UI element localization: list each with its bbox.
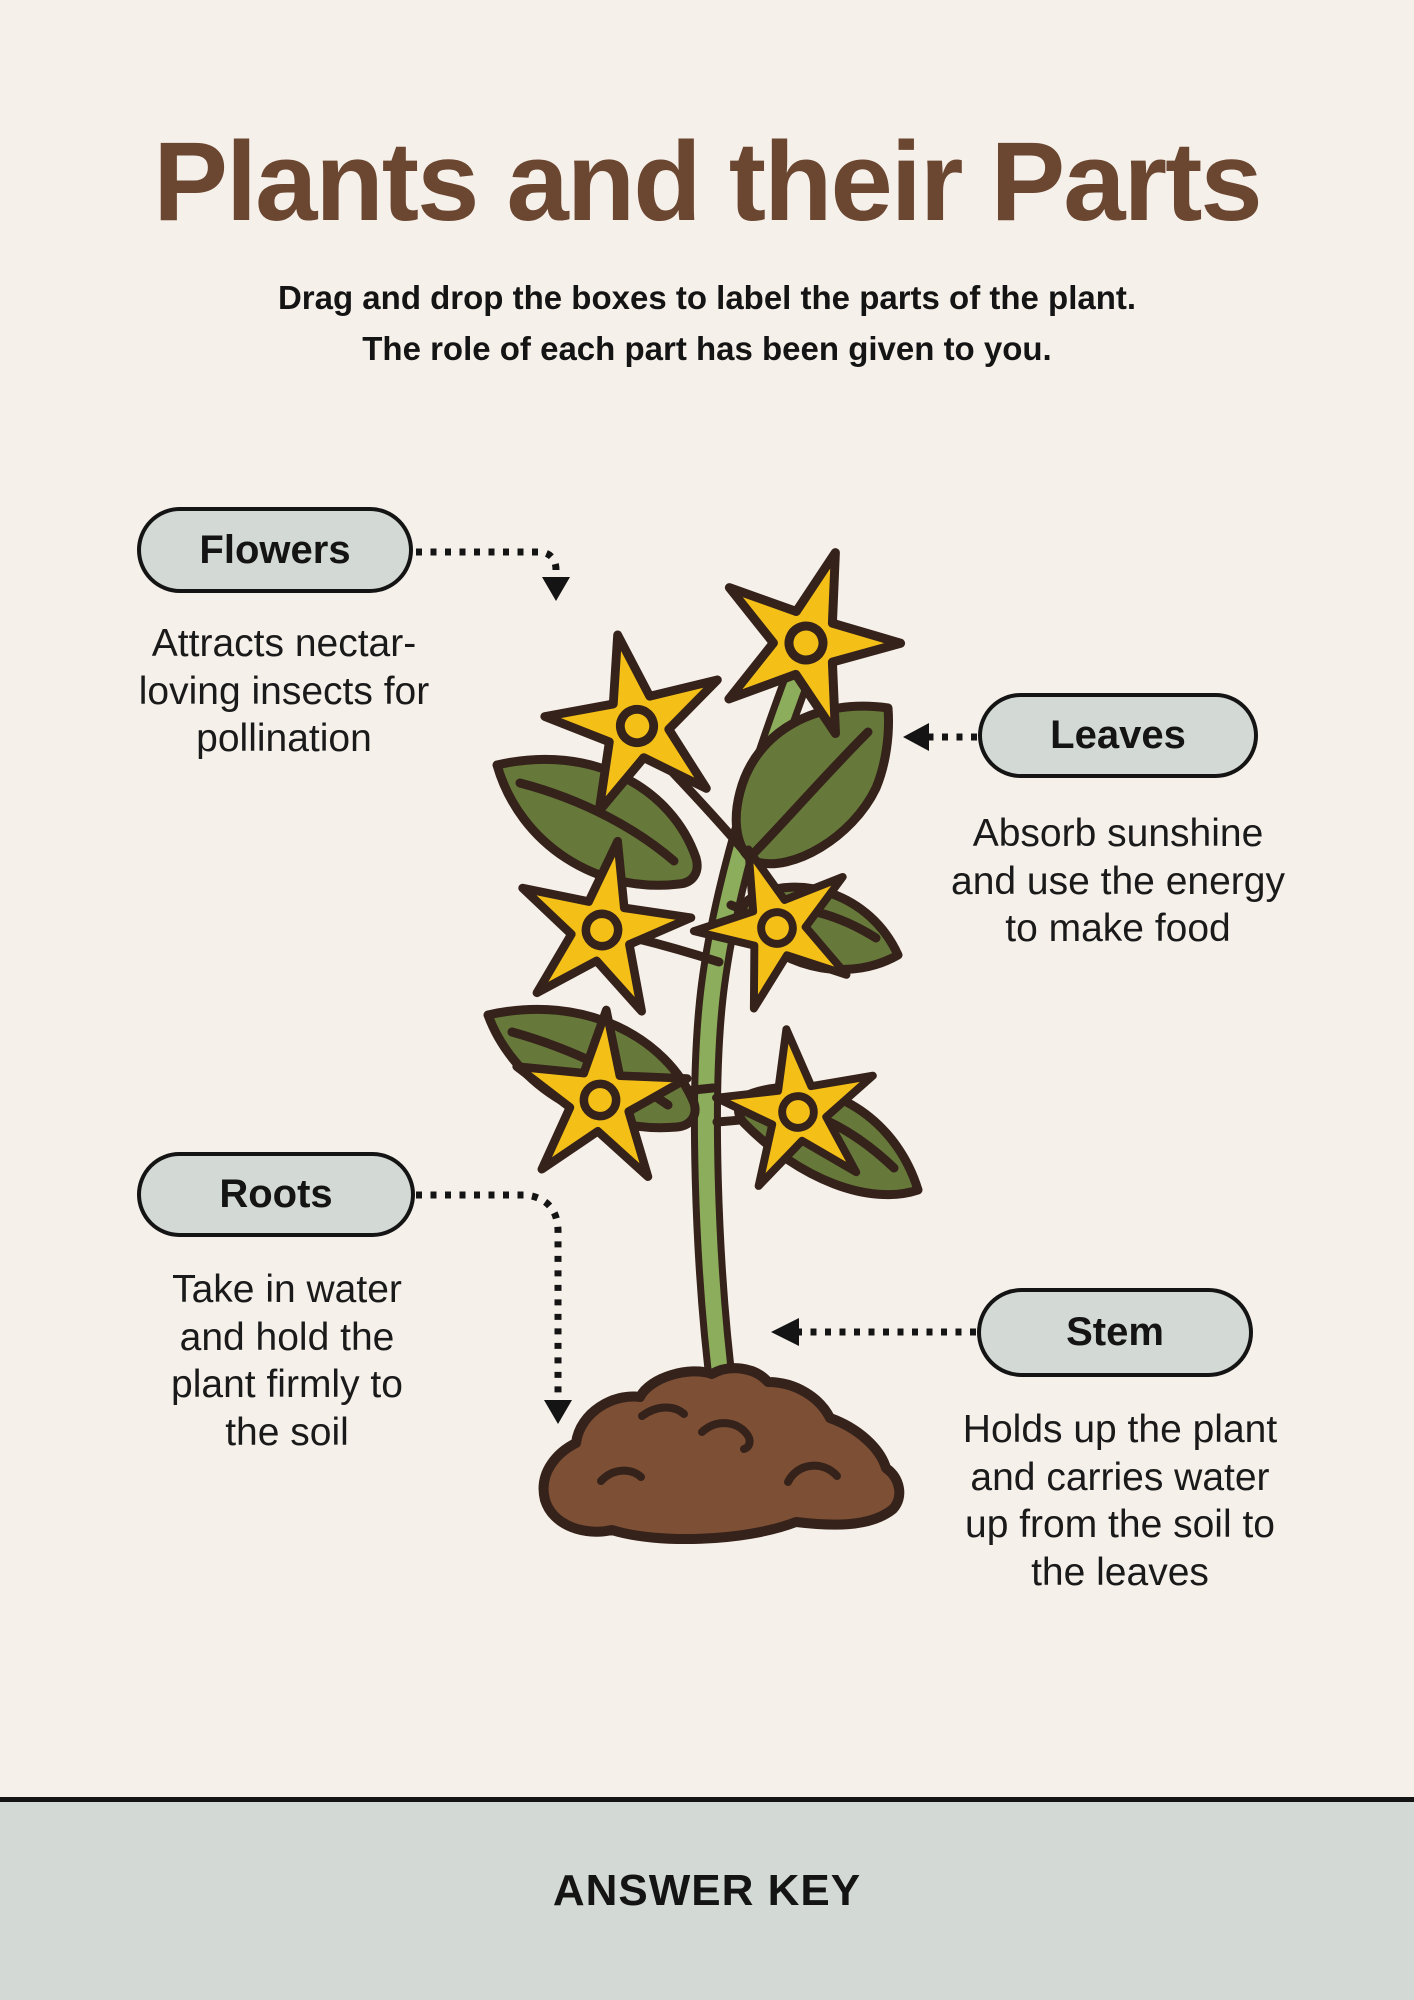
description-roots: Take in water and hold the plant firmly … <box>171 1268 403 1454</box>
flower <box>674 822 875 1018</box>
leaf-lower-left <box>483 1004 700 1133</box>
flower <box>708 1018 886 1190</box>
leaf-lower-right <box>734 1082 923 1200</box>
left-arrow-icon <box>903 723 929 751</box>
flowers-connector-line <box>416 548 560 576</box>
flower <box>510 1004 692 1179</box>
pill-label: Stem <box>1066 1310 1164 1354</box>
instructions-text: Drag and drop the boxes to label the par… <box>277 279 1137 368</box>
pill-label: Roots <box>219 1172 333 1216</box>
down-arrow-icon <box>544 1400 572 1424</box>
pill-label: Leaves <box>1050 713 1186 757</box>
flower <box>531 617 739 819</box>
page-title: Plants and their Parts <box>153 119 1262 244</box>
leaf-mid-right <box>737 882 903 974</box>
description-leaves: Absorb sunshine and use the energy to ma… <box>951 812 1285 951</box>
leaf-vein <box>758 902 881 943</box>
branches <box>609 743 799 1127</box>
leaf-vein <box>757 1102 899 1173</box>
label-pill-roots[interactable]: Roots <box>137 1152 415 1237</box>
leaves <box>483 701 923 1200</box>
footer-band <box>0 1797 1414 2000</box>
description-stem: Holds up the plant and carries water up … <box>962 1408 1278 1594</box>
leaf-vein <box>750 727 873 857</box>
plant-illustration <box>483 525 923 1545</box>
flower <box>505 826 702 1017</box>
leaf-upper-right <box>731 701 893 869</box>
label-pill-leaves[interactable]: Leaves <box>978 693 1258 778</box>
flowers <box>505 525 921 1190</box>
down-arrow-icon <box>542 577 570 601</box>
description-flowers: Attracts nectar- loving insects for poll… <box>138 622 430 761</box>
left-arrow-icon <box>771 1318 799 1346</box>
soil-squiggles <box>597 1403 841 1486</box>
label-pill-flowers[interactable]: Flowers <box>137 507 413 593</box>
soil-mound <box>538 1363 905 1545</box>
connector-arrowheads <box>542 577 929 1424</box>
leaf-vein <box>507 1027 673 1110</box>
leaf-vein <box>515 778 679 866</box>
flower <box>697 525 921 744</box>
pill-label: Flowers <box>199 527 351 572</box>
answer-key-label: ANSWER KEY <box>552 1866 862 1915</box>
stem-outline <box>690 653 816 1413</box>
label-pill-stem[interactable]: Stem <box>977 1288 1253 1377</box>
stem-core <box>697 660 809 1406</box>
leaf-upper-left <box>492 754 702 890</box>
